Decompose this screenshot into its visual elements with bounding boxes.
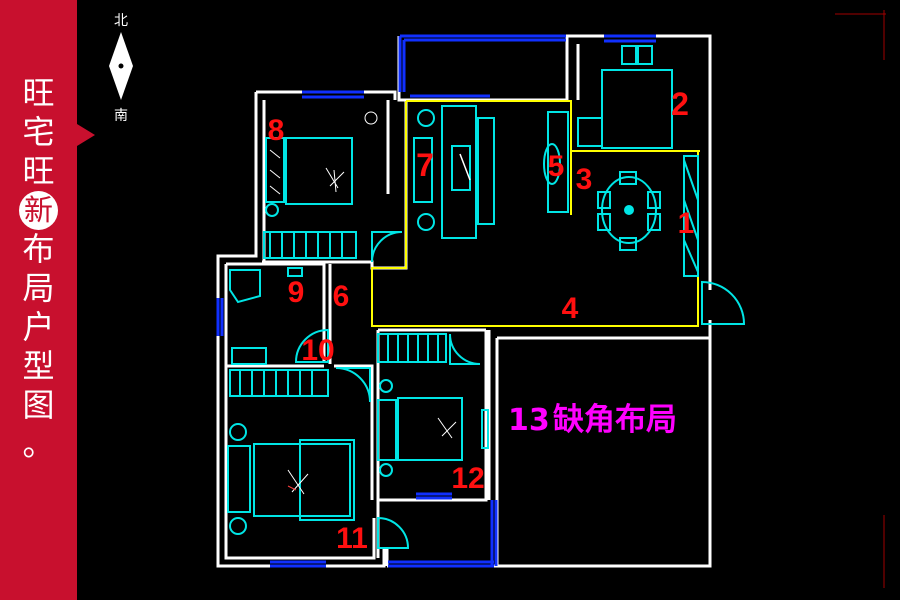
- banner-char: 局: [22, 269, 55, 307]
- bed-room-8: [285, 137, 353, 205]
- banner-char: 户: [22, 308, 55, 346]
- banner-char: 型: [22, 347, 55, 385]
- room-label-9: 9: [288, 276, 305, 309]
- compass-icon: 北 南: [109, 13, 133, 124]
- windows: [216, 34, 656, 568]
- room-label-12: 12: [451, 462, 484, 495]
- banner-char: 图: [22, 386, 55, 424]
- side-banner: 旺 宅 旺 新 布 局 户 型 图 。: [0, 0, 77, 600]
- bed-decor: [269, 111, 471, 495]
- compass-north: 北: [114, 13, 128, 29]
- room-label-1: 1: [678, 207, 695, 240]
- bed-room-12: [397, 397, 463, 461]
- banner-arrow: [77, 124, 95, 146]
- room-label-3: 3: [576, 163, 593, 196]
- missing-corner-text: 缺角布局: [553, 402, 677, 438]
- banner-char: 旺: [22, 74, 55, 112]
- banner-title: 旺 宅 旺 新 布 局 户 型 图 。: [0, 74, 77, 464]
- walls: [216, 34, 712, 568]
- furniture: [227, 45, 746, 549]
- dining-table: [601, 176, 657, 244]
- room-label-7: 7: [416, 147, 434, 183]
- room-label-11: 11: [336, 522, 368, 555]
- missing-corner-label: 13 缺角布局: [508, 402, 677, 438]
- banner-char-highlight: 新: [19, 191, 58, 230]
- banner-char: 旺: [22, 152, 55, 190]
- missing-corner-number: 13: [508, 403, 550, 438]
- room-label-6: 6: [333, 280, 350, 313]
- frame-corner-marks: [835, 10, 886, 588]
- sofa: [441, 105, 477, 239]
- room-label-8: 8: [268, 114, 285, 147]
- banner-char: 。: [22, 425, 55, 463]
- bed-room-11: [253, 443, 351, 517]
- room-label-5: 5: [548, 150, 565, 183]
- room-label-10: 10: [301, 334, 334, 367]
- room-label-2: 2: [671, 86, 689, 122]
- banner-char: 布: [22, 230, 55, 268]
- room-labels: 1 2 3 4 5 6 7 8 9 10 11 12: [268, 86, 695, 555]
- banner-char: 宅: [22, 113, 55, 151]
- kitchen-counter: [601, 69, 673, 149]
- room-label-4: 4: [562, 292, 579, 325]
- compass-south: 南: [114, 108, 128, 124]
- zone-lines: [371, 100, 700, 327]
